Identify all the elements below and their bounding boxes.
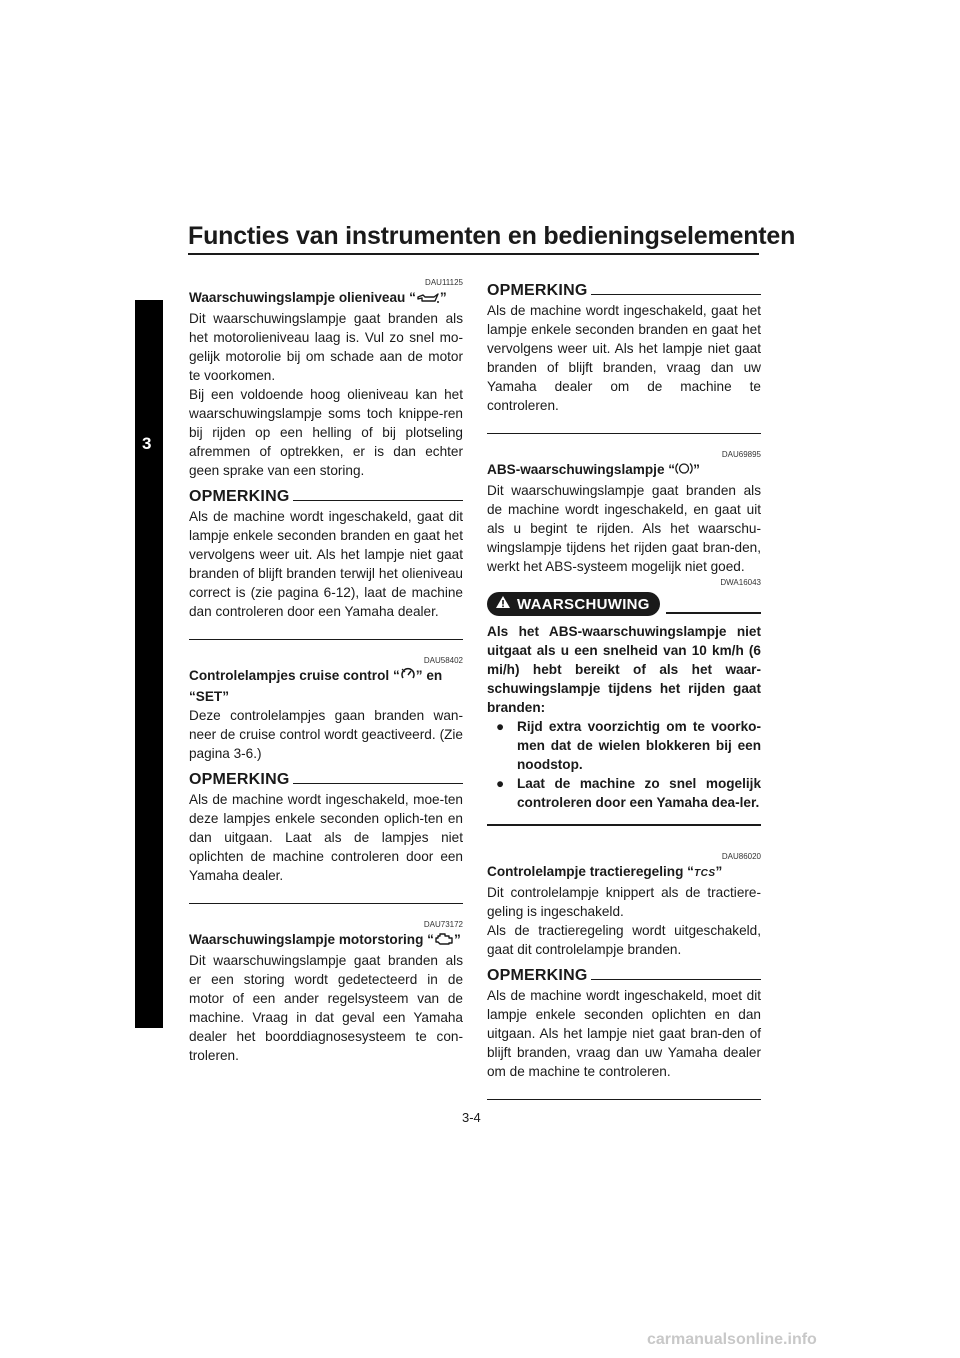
- note-end-rule: [189, 639, 463, 640]
- warning-code: DWA16043: [720, 578, 761, 587]
- oil-note-header: OPMERKING: [189, 488, 463, 506]
- page-number: 3-4: [462, 1110, 481, 1125]
- note-end-rule: [487, 1099, 761, 1100]
- oil-paragraph-1: Dit waarschuwingslampje gaat branden als…: [189, 311, 463, 383]
- abs-warning-heading: ABS-waarschuwingslampje “”: [487, 460, 761, 481]
- chapter-number: 3: [142, 434, 152, 453]
- tcs-heading: Controlelampje tractieregeling “TCS”: [487, 864, 723, 879]
- oil-paragraph-2: Bij een voldoende hoog olieniveau kan he…: [189, 387, 463, 478]
- tcs-note-header: OPMERKING: [487, 967, 761, 985]
- note-rule: [591, 293, 761, 295]
- tcs-note-text: Als de machine wordt ingeschakeld, moet …: [487, 988, 761, 1079]
- warning-bullet: ● Laat de machine zo snel mogelijk contr…: [487, 774, 761, 812]
- section-code: DAU11125: [425, 278, 463, 287]
- section-code: DAU73172: [423, 920, 463, 929]
- note-rule: [591, 978, 761, 980]
- engine-icon: [434, 932, 454, 951]
- watermark: carmanualsonline.info: [647, 1331, 817, 1348]
- tcs-icon: TCS: [693, 868, 716, 879]
- abs-icon: [675, 461, 693, 481]
- warning-rule: [665, 612, 761, 614]
- bullet-icon: ●: [496, 776, 505, 791]
- note-end-rule: [189, 903, 463, 904]
- chapter-tab: [135, 300, 163, 1028]
- section-code: DAU86020: [721, 852, 761, 861]
- header-rule: [188, 253, 759, 255]
- engine-paragraph: Dit waarschuwingslampje gaat branden als…: [189, 953, 463, 1063]
- note-title: OPMERKING: [189, 771, 290, 788]
- abs-paragraph: Dit waarschuwingslampje gaat branden als…: [487, 483, 761, 574]
- warning-label: WAARSCHUWING: [517, 595, 650, 613]
- cruise-control-icon: [400, 667, 416, 687]
- oil-can-icon: [416, 290, 440, 309]
- cruise-control-heading: Controlelampjes cruise control “” en “SE…: [189, 667, 443, 704]
- section-code: DAU58402: [423, 656, 463, 665]
- warning-header: WAARSCHUWING: [487, 592, 761, 616]
- note-end-rule: [487, 433, 761, 434]
- bullet-icon: ●: [496, 719, 505, 734]
- warning-triangle-icon: [495, 595, 511, 613]
- oil-note-text: Als de machine wordt ingeschakeld, gaat …: [189, 509, 463, 619]
- cruise-note-text: Als de machine wordt ingeschakeld, moe-t…: [189, 792, 463, 883]
- cruise-paragraph: Deze controlelampjes gaan branden wan-ne…: [189, 708, 463, 761]
- section-code: DAU69895: [721, 450, 761, 459]
- warning-end-rule: [487, 824, 761, 826]
- left-column: DAU11125 Waarschuwingslampje olieniveau …: [189, 278, 463, 1065]
- page-header-title: Functies van instrumenten en bedieningse…: [188, 222, 796, 250]
- cruise-note-header: OPMERKING: [189, 771, 463, 789]
- note-title: OPMERKING: [189, 488, 290, 505]
- warning-bullet: ● Rijd extra voorzichtig om te voorko-me…: [487, 717, 761, 774]
- top-note-text: Als de machine wordt ingeschakeld, gaat …: [487, 303, 761, 413]
- note-rule: [293, 782, 463, 784]
- oil-level-heading: Waarschuwingslampje olieniveau “”: [189, 288, 463, 309]
- note-title: OPMERKING: [487, 282, 588, 299]
- tcs-paragraph-1: Dit controlelampje knippert als de tract…: [487, 885, 761, 919]
- engine-warning-heading: Waarschuwingslampje motorstoring “”: [189, 930, 463, 951]
- warning-text: Als het ABS-waarschuwingslampje niet uit…: [487, 624, 761, 715]
- right-column: OPMERKING Als de machine wordt ingeschak…: [487, 278, 761, 1102]
- tcs-paragraph-2: Als de tractieregeling wordt uitgeschake…: [487, 923, 761, 957]
- note-title: OPMERKING: [487, 967, 588, 984]
- note-rule: [293, 499, 463, 501]
- warning-badge: WAARSCHUWING: [487, 592, 660, 616]
- top-note-header: OPMERKING: [487, 282, 761, 300]
